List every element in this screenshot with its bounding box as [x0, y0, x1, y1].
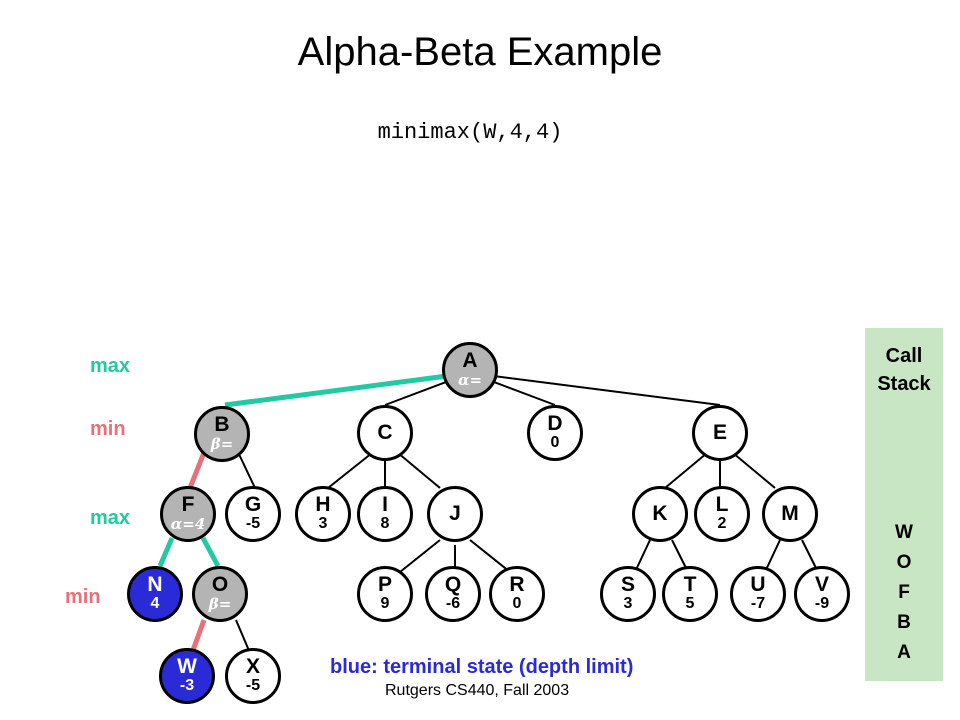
- edge-A-B: [224, 370, 471, 408]
- call-stack-item: F: [898, 582, 910, 603]
- function-call: minimax(W,4,4): [377, 120, 563, 145]
- node-B: B β=: [194, 406, 250, 462]
- node-G: G -5: [225, 486, 281, 542]
- node-K: K: [632, 486, 688, 542]
- level-label-max: max: [90, 507, 131, 529]
- edge-F-N: [157, 537, 175, 567]
- edge-O-W: [189, 619, 207, 654]
- call-stack-item: B: [897, 612, 911, 633]
- edge-B-F: [187, 449, 208, 489]
- node-X: X -5: [225, 648, 281, 704]
- node-M: M: [762, 486, 818, 542]
- level-label-min: min: [65, 586, 101, 608]
- legend-note: blue: terminal state (depth limit): [330, 656, 634, 678]
- node-Q: Q -6: [425, 566, 481, 622]
- level-label-min: min: [90, 418, 126, 440]
- node-O: O β=: [192, 566, 248, 622]
- node-L: L 2: [694, 486, 750, 542]
- level-label-max: max: [90, 355, 131, 377]
- node-F: F α=4: [160, 486, 216, 542]
- node-N: N 4: [127, 566, 183, 622]
- call-stack-item: W: [895, 522, 913, 543]
- call-stack-title: Stack: [877, 373, 931, 395]
- footer-credit: Rutgers CS440, Fall 2003: [385, 682, 570, 699]
- node-P: P 9: [357, 566, 413, 622]
- node-A: A α=: [442, 342, 498, 398]
- node-D: D 0: [527, 405, 583, 461]
- node-H: H 3: [295, 486, 351, 542]
- slide-title: Alpha-Beta Example: [297, 30, 663, 74]
- edge-F-O: [200, 536, 221, 568]
- call-stack-title: Call: [885, 345, 923, 367]
- call-stack-item: A: [897, 642, 911, 663]
- call-stack-panel: Call Stack W O F B A: [865, 328, 943, 681]
- node-R: R 0: [489, 566, 545, 622]
- node-C: C: [357, 405, 413, 461]
- node-I: I 8: [357, 486, 413, 542]
- call-stack-item: O: [896, 552, 912, 573]
- node-J: J: [427, 486, 483, 542]
- node-W: W -3: [159, 648, 215, 704]
- node-V: V -9: [794, 566, 850, 622]
- node-U: U -7: [730, 566, 786, 622]
- node-T: T 5: [662, 566, 718, 622]
- node-S: S 3: [600, 566, 656, 622]
- node-E: E: [692, 405, 748, 461]
